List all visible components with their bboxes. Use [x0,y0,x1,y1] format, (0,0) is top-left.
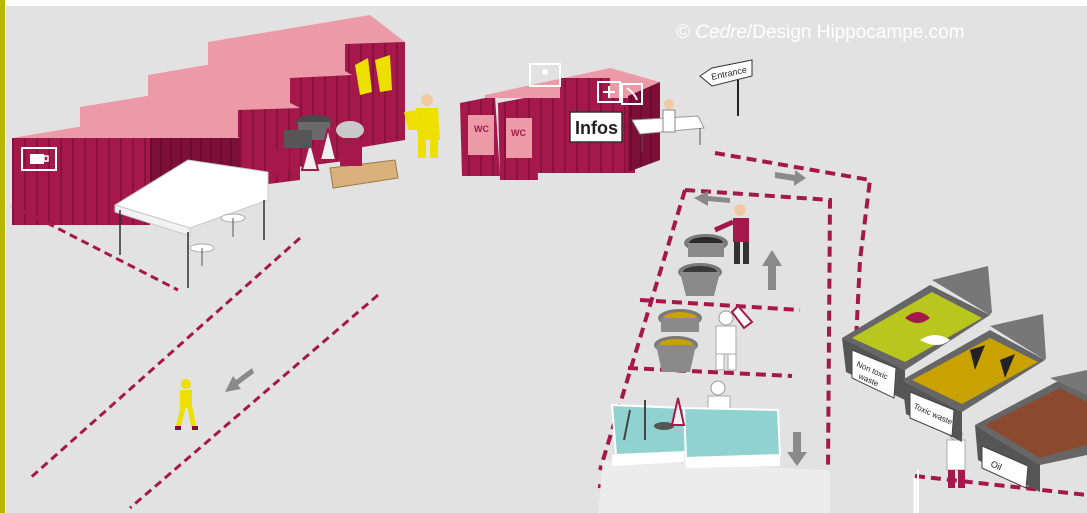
frame-bar-top [0,0,1087,6]
wc-label-1: WC [474,124,489,134]
copyright-symbol: © [676,22,690,43]
copyright-credit: © Cedre/Design Hippocampe.com [676,22,965,44]
frame-bar-left [0,0,5,513]
wc-cabins: WC WC [460,96,538,180]
credit-org: Cedre [695,22,747,43]
credit-rest: /Design Hippocampe.com [747,22,965,43]
infos-label: Infos [575,118,618,138]
wc-label-2: WC [511,128,526,138]
